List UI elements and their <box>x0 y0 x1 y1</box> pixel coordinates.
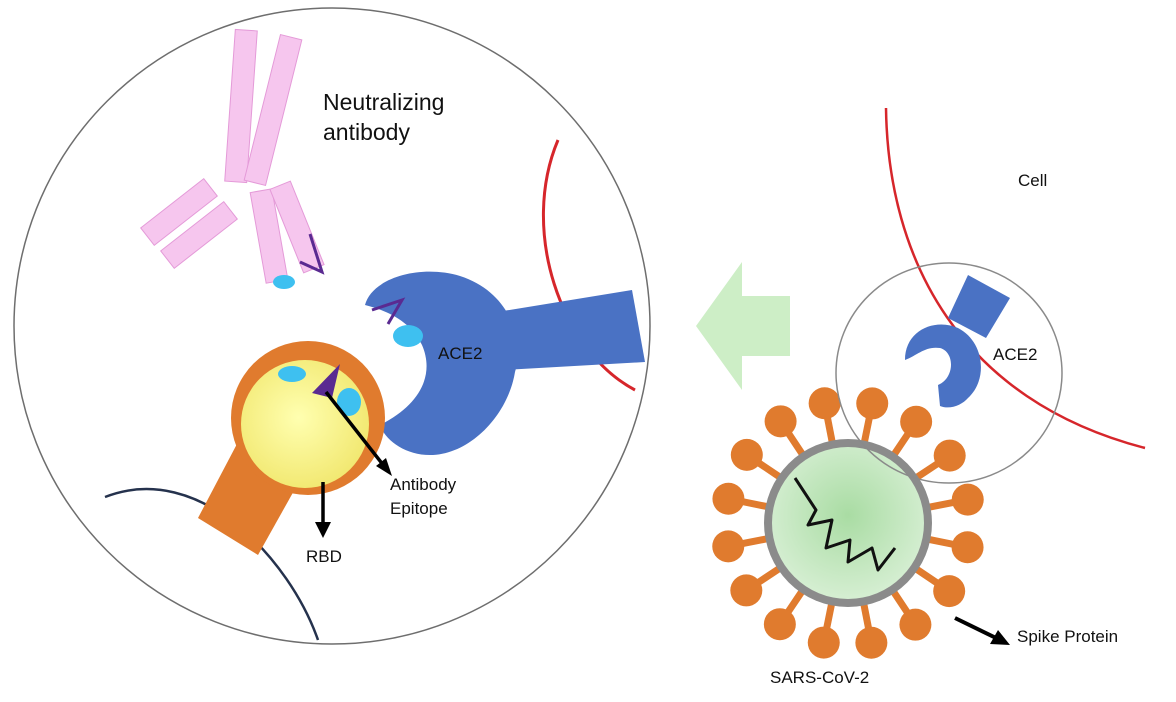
virus-label: SARS-CoV-2 <box>770 668 869 687</box>
antibody-icon <box>140 28 325 289</box>
spike-head <box>763 608 796 641</box>
spike-head <box>951 531 984 564</box>
viral-rna <box>793 477 897 572</box>
zoom-circle <box>13 7 651 645</box>
ace2-zoom-label: ACE2 <box>438 344 482 363</box>
spike-head <box>808 387 841 420</box>
cell-membrane <box>884 107 1146 450</box>
virus-icon <box>712 387 984 659</box>
rbd-label: RBD <box>306 547 342 566</box>
spike-head <box>855 626 888 659</box>
spike-head <box>712 530 745 563</box>
epitope-label-line2: Epitope <box>390 499 448 518</box>
cell-label: Cell <box>1018 171 1047 190</box>
spike-pointer <box>954 616 1010 645</box>
spike-head <box>807 626 840 659</box>
spike-head <box>856 387 889 420</box>
spike-head <box>899 608 932 641</box>
flow-arrow-icon <box>696 262 790 390</box>
ace2-receptor-icon <box>365 271 645 455</box>
rbd-icon <box>198 341 392 555</box>
zoom-cell-membrane <box>541 139 636 392</box>
lens-circle <box>835 262 1063 484</box>
spike-head <box>730 438 763 471</box>
cell-ace2-receptor-icon <box>905 275 1010 408</box>
antibody-label-line2: antibody <box>323 119 410 145</box>
antibody-label-line1: Neutralizing <box>323 89 444 115</box>
spike-head <box>764 405 797 438</box>
spike-head <box>712 482 745 515</box>
virus-body <box>772 447 924 599</box>
ace2-cell-label: ACE2 <box>993 345 1037 364</box>
spike-head <box>900 405 933 438</box>
spike-head <box>730 574 763 607</box>
spike-head <box>933 575 966 608</box>
virus-spikes <box>712 387 984 659</box>
spike-head <box>951 483 984 516</box>
spike-head <box>933 439 966 472</box>
spike-protein-label: Spike Protein <box>1017 627 1118 646</box>
epitope-label-line1: Antibody <box>390 475 457 494</box>
